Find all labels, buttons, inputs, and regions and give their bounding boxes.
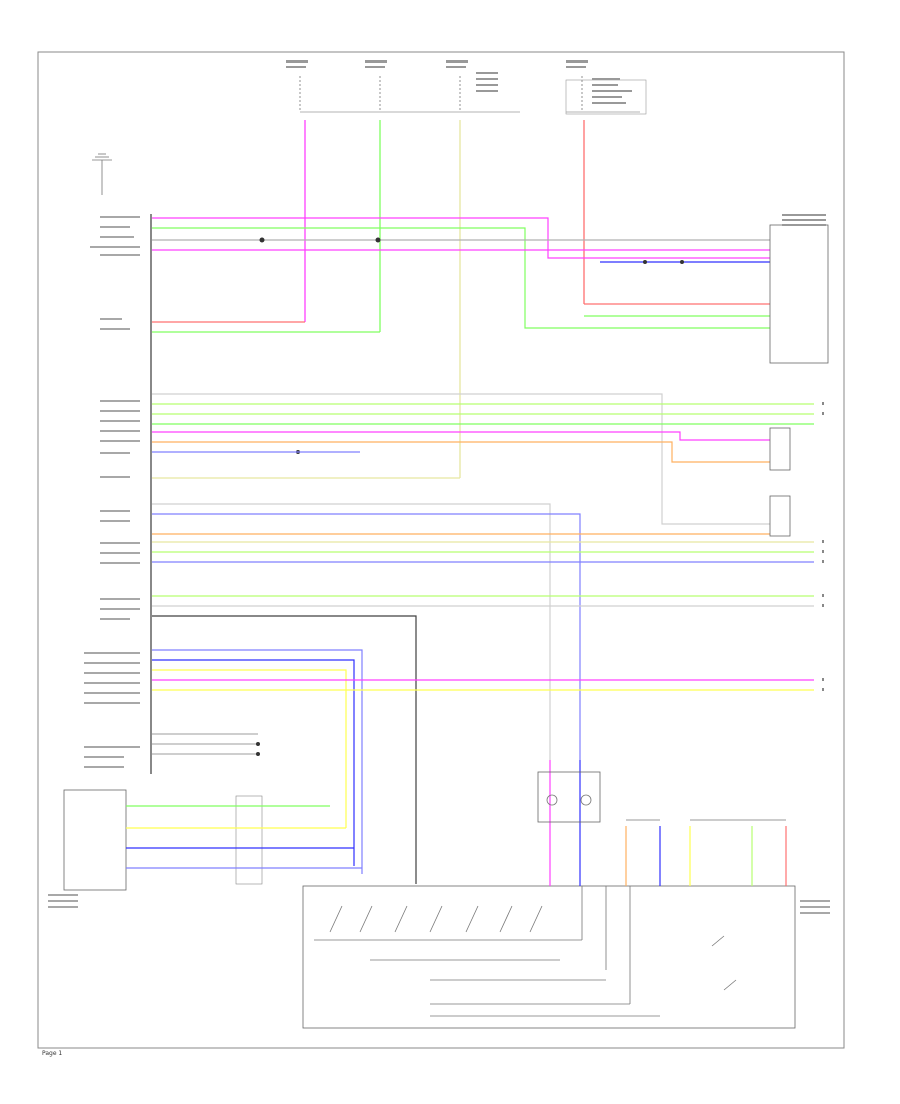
radio-module-pins — [150, 214, 152, 774]
front-right-speaker — [769, 427, 791, 471]
lower-relay — [537, 771, 601, 823]
upper-harness — [152, 217, 770, 333]
page-label: Page 1 — [42, 1050, 62, 1057]
fuse-panel — [286, 60, 647, 115]
middle-harness — [152, 393, 814, 760]
splice-points — [259, 237, 684, 454]
lower-component-box — [302, 885, 796, 1029]
ground-symbol — [92, 153, 112, 195]
lower-harness — [152, 595, 814, 884]
right-top-module — [769, 224, 829, 364]
illegible-label-stubs — [48, 216, 830, 914]
lower-drop-wires — [549, 760, 787, 886]
diagram-border — [37, 51, 845, 1049]
steering-switch-module — [63, 789, 362, 891]
right-terminal-markers — [822, 402, 824, 691]
lower-switch-contacts — [329, 905, 737, 991]
front-left-speaker — [769, 495, 791, 537]
